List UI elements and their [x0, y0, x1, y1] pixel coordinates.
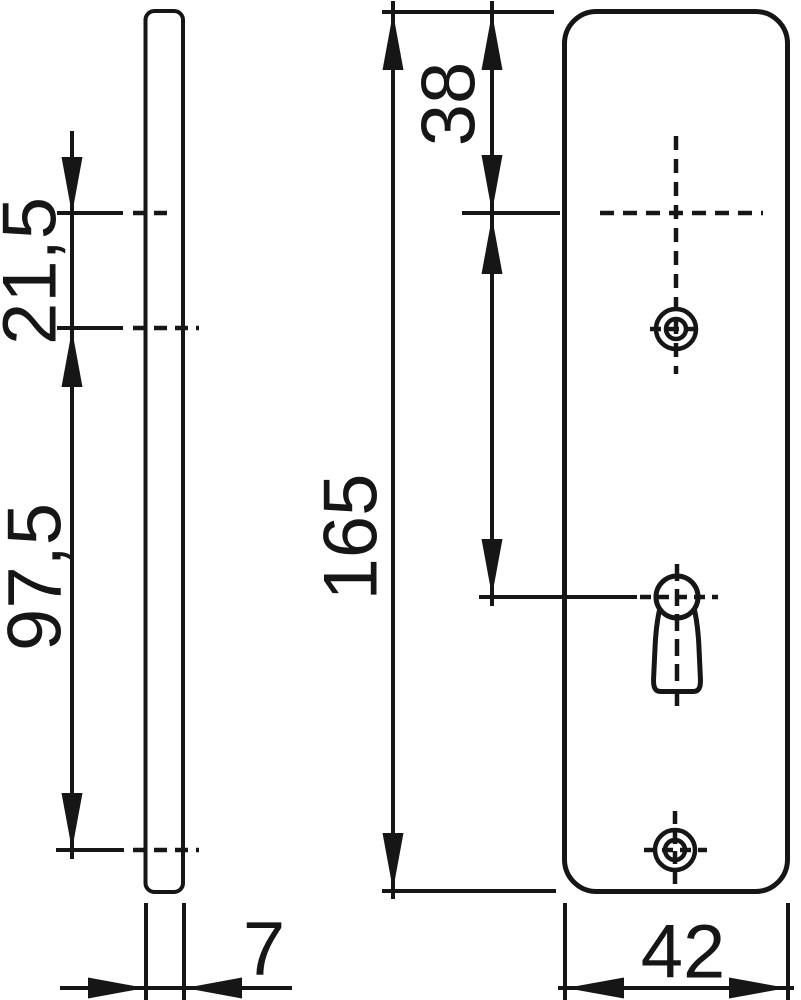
- dimension-165: 165: [308, 1, 556, 899]
- dim-label-97-5: 97,5: [0, 503, 77, 651]
- arrowhead-up-icon: [481, 217, 503, 274]
- side-view: [133, 9, 199, 894]
- dimension-chain-left: 21,5 97,5: [0, 131, 124, 859]
- dim-label-7: 7: [243, 906, 285, 991]
- arrowhead-down-icon: [382, 833, 404, 890]
- arrowhead-down-icon: [481, 539, 503, 596]
- side-view-plate-outline: [143, 9, 185, 894]
- front-view: [562, 9, 790, 894]
- arrowhead-down-icon: [61, 157, 83, 214]
- arrowhead-right-icon: [88, 977, 145, 999]
- front-view-plate-outline: [562, 9, 790, 894]
- dimension-42: 42: [558, 903, 794, 1000]
- arrowhead-up-icon: [382, 13, 404, 70]
- dim-label-21-5: 21,5: [0, 197, 72, 345]
- arrowhead-up-icon: [481, 13, 503, 70]
- dim-label-38: 38: [406, 62, 491, 147]
- arrowhead-left-icon: [185, 977, 242, 999]
- dim-label-165: 165: [308, 474, 393, 601]
- arrowhead-left-icon: [566, 977, 624, 999]
- arrowhead-down-icon: [61, 793, 83, 850]
- arrowhead-up-icon: [61, 330, 83, 387]
- arrowhead-down-icon: [481, 155, 503, 212]
- dimension-7: 7: [60, 903, 292, 1000]
- dimension-38-and-keyhole-chain: 38: [406, 1, 637, 606]
- arrowhead-right-icon: [729, 977, 787, 999]
- dim-label-42: 42: [641, 909, 726, 994]
